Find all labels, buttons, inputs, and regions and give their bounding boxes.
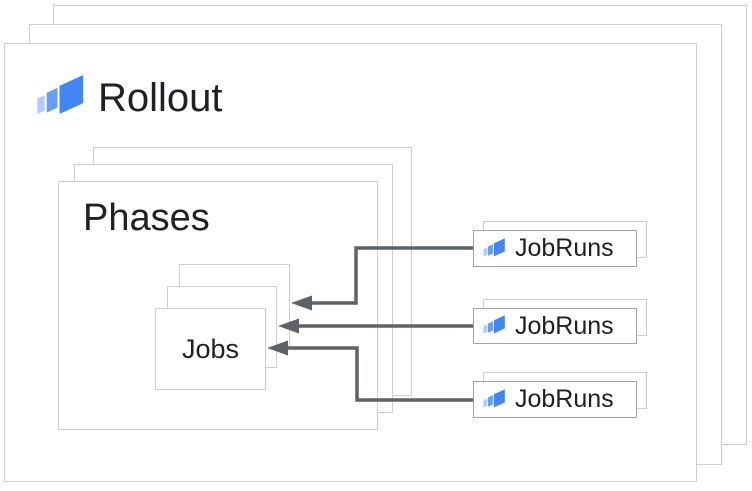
cloud-deploy-icon [35,71,86,118]
jobruns-1-card: JobRuns [473,230,637,267]
cloud-deploy-icon [482,387,506,409]
icon-shape-dark [57,71,86,118]
jobs-stack-front: Jobs [155,308,266,390]
rollout-label: Rollout [98,76,223,120]
jobruns-label: JobRuns [515,234,614,262]
jobruns-2-card: JobRuns [473,308,637,344]
cloud-deploy-icon [482,313,506,335]
jobruns-3-content: JobRuns [474,382,636,417]
jobruns-2-content: JobRuns [474,309,636,343]
icon-shape-dark [492,236,506,258]
jobruns-1-content: JobRuns [474,231,636,266]
jobruns-label: JobRuns [515,311,614,340]
jobruns-label: JobRuns [515,385,614,413]
icon-shape-dark [492,313,506,335]
icon-shape-dark [492,387,506,409]
rollout-header: Rollout [34,70,223,126]
cloud-deploy-icon [482,236,506,258]
phases-label: Phases [83,197,210,239]
jobs-label: Jobs [181,333,240,364]
jobruns-3-card: JobRuns [473,381,637,418]
